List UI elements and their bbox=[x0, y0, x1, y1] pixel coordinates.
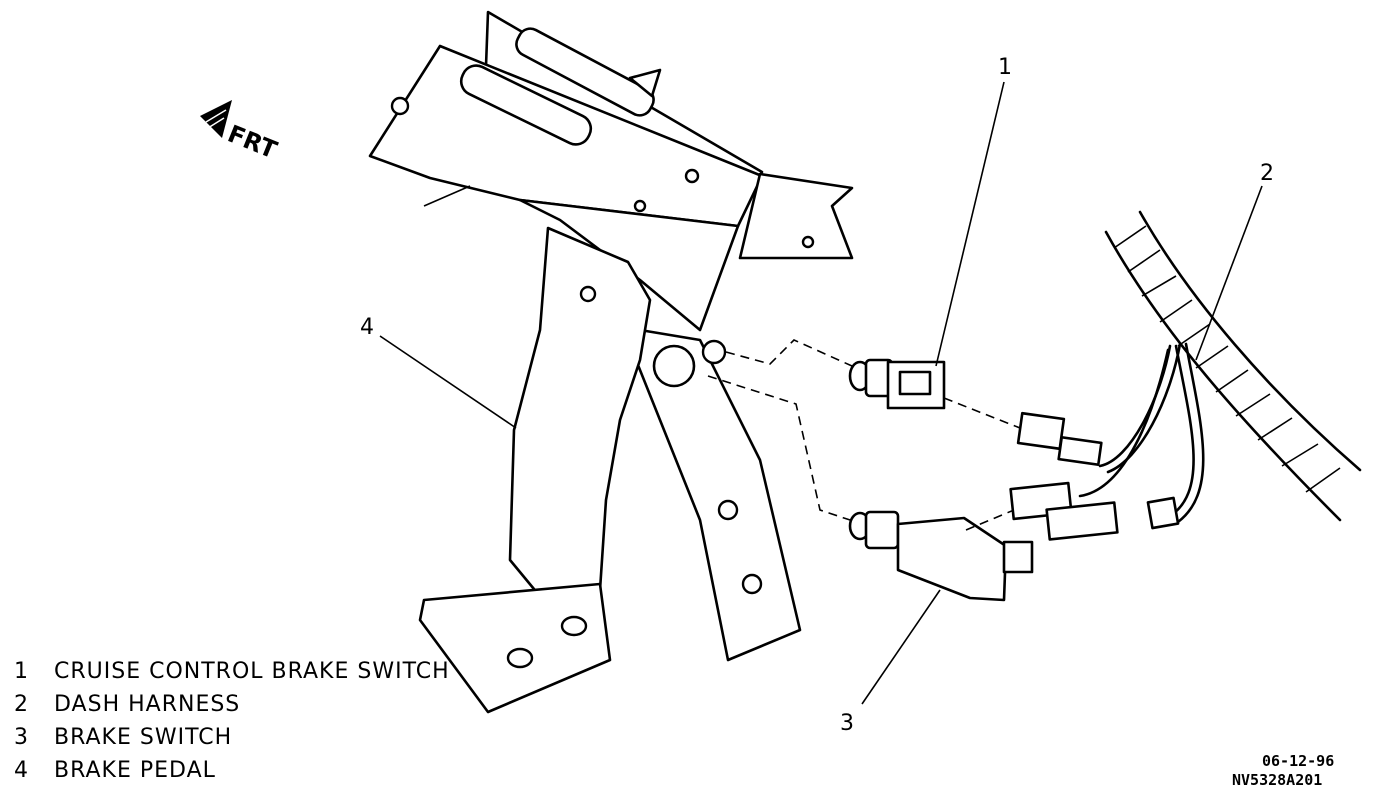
legend-number-1: 1 bbox=[14, 659, 29, 684]
leader-line-2 bbox=[1195, 185, 1263, 361]
callout-4: 4 bbox=[360, 315, 374, 340]
legend-label-3: BRAKE SWITCH bbox=[54, 725, 232, 750]
figure-date: 06-12-96 bbox=[1262, 752, 1334, 770]
dash-harness bbox=[1009, 210, 1362, 541]
connector-line-1 bbox=[943, 397, 1021, 429]
figure-id: NV5328A201 bbox=[1232, 771, 1322, 789]
legend: 1 CRUISE CONTROL BRAKE SWITCH 2 DASH HAR… bbox=[14, 659, 450, 783]
leader-line-3 bbox=[861, 589, 941, 705]
leader-line-1 bbox=[935, 81, 1005, 367]
legend-number-4: 4 bbox=[14, 758, 29, 783]
assembly-line-1 bbox=[725, 339, 853, 367]
assembly-line-3 bbox=[707, 375, 857, 523]
legend-label-2: DASH HARNESS bbox=[54, 692, 240, 717]
cruise-control-brake-switch bbox=[848, 358, 946, 410]
callout-1: 1 bbox=[998, 55, 1012, 80]
legend-number-2: 2 bbox=[14, 692, 29, 717]
brake-pedal-arm bbox=[418, 226, 802, 714]
leader-line-4 bbox=[379, 335, 517, 429]
legend-number-3: 3 bbox=[14, 725, 29, 750]
connector-line-3 bbox=[965, 509, 1015, 531]
legend-label-1: CRUISE CONTROL BRAKE SWITCH bbox=[54, 659, 450, 684]
brake-switch bbox=[848, 510, 1034, 602]
legend-label-4: BRAKE PEDAL bbox=[54, 758, 216, 783]
callout-2: 2 bbox=[1260, 161, 1274, 186]
front-arrow-icon bbox=[200, 100, 232, 138]
callout-3: 3 bbox=[840, 711, 854, 736]
front-label: FRT bbox=[224, 120, 282, 165]
